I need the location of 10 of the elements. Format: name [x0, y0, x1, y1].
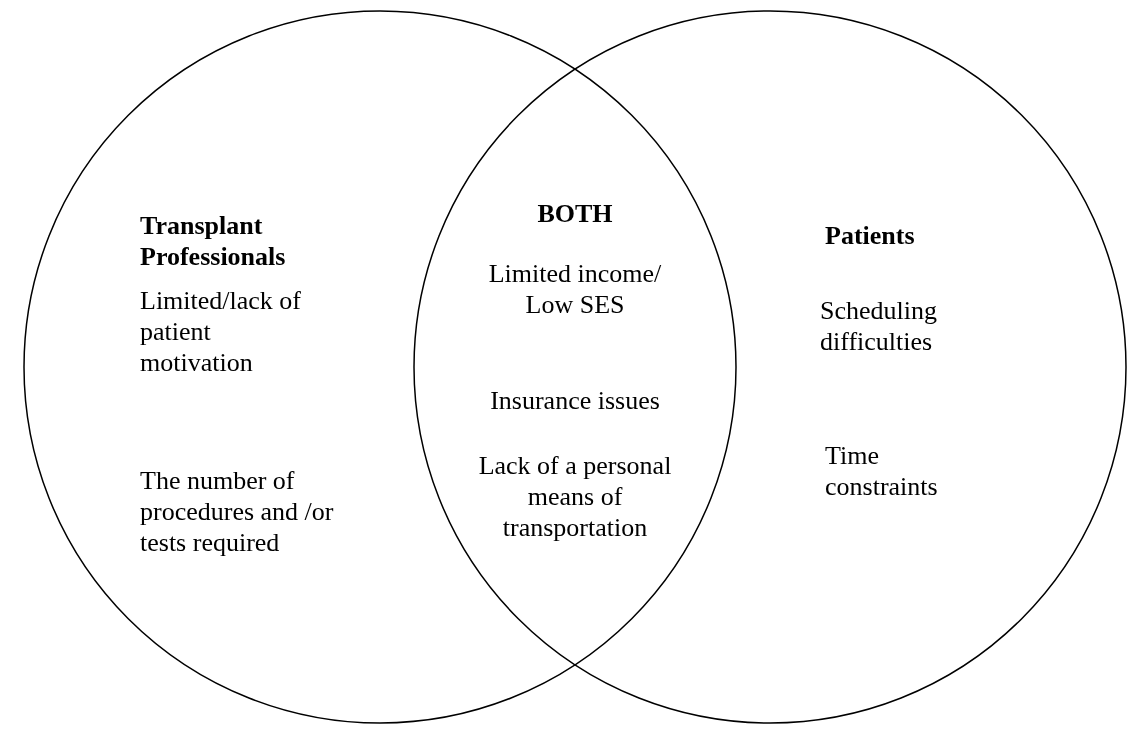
overlap-heading: BOTH [536, 198, 614, 229]
list-item: Time constraints [825, 440, 939, 502]
list-item: Limited/lack of patient motivation [140, 285, 302, 378]
list-item: Scheduling difficulties [820, 295, 938, 357]
group-heading: Transplant Professionals [140, 210, 287, 272]
group-heading: Patients [825, 220, 916, 251]
list-item: Insurance issues [489, 385, 661, 416]
list-item: Limited income/ Low SES [487, 258, 663, 320]
list-item: Lack of a personal means of transportation [477, 450, 673, 543]
list-item: The number of procedures and /or tests required [140, 465, 335, 558]
